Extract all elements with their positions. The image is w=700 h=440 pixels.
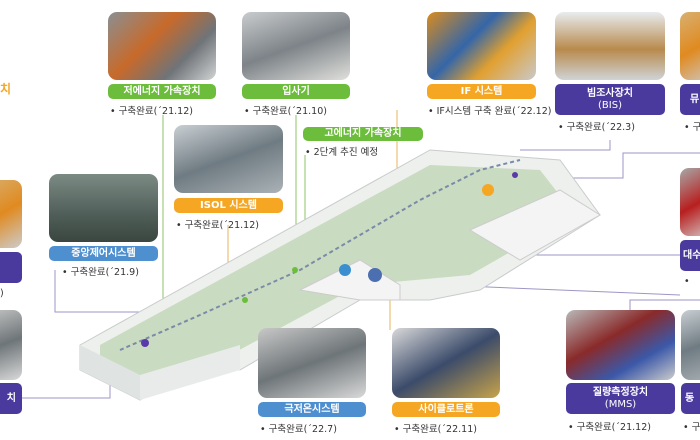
status-mms: • 구축완료(´21.12) bbox=[568, 422, 651, 433]
label-right-top: 뮤 bbox=[680, 84, 700, 115]
label-right-mid: 대수 bbox=[680, 240, 700, 271]
photo-if-system bbox=[427, 12, 536, 80]
label-cryogenic-system: 극저온시스템 bbox=[258, 402, 366, 417]
photo-low-energy-accelerator bbox=[108, 12, 216, 80]
label-high-energy-accelerator: 고에너지 가속장치 bbox=[303, 127, 423, 141]
partial-label-left: 치 bbox=[0, 82, 12, 96]
label-mms: 질량측정장치 (MMS) bbox=[566, 383, 675, 414]
photo-mms bbox=[566, 310, 675, 380]
status-cryogenic-system: • 구축완료(´22.7) bbox=[260, 424, 337, 435]
label-left-bottom: 치 bbox=[0, 383, 22, 414]
label-right-bottom: 동 bbox=[681, 383, 700, 414]
label-mms-title: 질량측정장치 bbox=[592, 386, 649, 398]
status-left-mid: ) bbox=[0, 288, 4, 299]
label-low-energy-accelerator: 저에너지 가속장치 bbox=[108, 84, 216, 99]
label-isol-system: ISOL 시스템 bbox=[174, 198, 283, 213]
photo-central-control bbox=[49, 174, 158, 242]
status-low-energy-accelerator: • 구축완료(´21.12) bbox=[110, 106, 193, 117]
status-right-bottom: • 구 bbox=[683, 422, 700, 433]
photo-right-mid bbox=[680, 168, 700, 236]
photo-left-bottom bbox=[0, 310, 22, 380]
photo-bis bbox=[555, 12, 665, 80]
photo-cyclotron bbox=[392, 328, 500, 398]
status-if-system: • IF시스템 구축 완료(´22.12) bbox=[428, 106, 552, 117]
label-mms-subtitle: (MMS) bbox=[604, 398, 637, 410]
label-left-mid bbox=[0, 252, 22, 283]
photo-isol-system bbox=[174, 125, 283, 193]
photo-right-bottom bbox=[681, 310, 700, 380]
label-bis: 빔조사장치 (BIS) bbox=[555, 84, 665, 115]
status-bis: • 구축완료(´22.3) bbox=[558, 122, 635, 133]
label-central-control: 중앙제어시스템 bbox=[49, 246, 158, 261]
status-injector: • 구축완료(´21.10) bbox=[244, 106, 327, 117]
status-right-mid: • bbox=[684, 276, 690, 287]
building bbox=[79, 149, 601, 401]
status-right-top: • 구 bbox=[684, 122, 700, 133]
label-bis-subtitle: (BIS) bbox=[598, 99, 622, 111]
label-if-system: IF 시스템 bbox=[427, 84, 536, 99]
photo-right-top bbox=[680, 12, 700, 80]
photo-left-mid bbox=[0, 180, 22, 248]
status-cyclotron: • 구축완료(´22.11) bbox=[394, 424, 477, 435]
status-central-control: • 구축완료(´21.9) bbox=[62, 267, 139, 278]
label-injector: 입사기 bbox=[242, 84, 350, 99]
photo-injector bbox=[242, 12, 350, 80]
status-high-energy-accelerator: • 2단계 추진 예정 bbox=[305, 147, 379, 158]
status-isol-system: • 구축완료(´21.12) bbox=[176, 220, 259, 231]
photo-cryogenic-system bbox=[258, 328, 366, 398]
label-cyclotron: 사이클로트론 bbox=[392, 402, 500, 417]
label-bis-title: 빔조사장치 bbox=[587, 87, 633, 99]
